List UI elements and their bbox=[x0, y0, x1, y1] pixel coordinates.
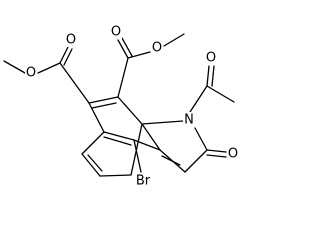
svg-text:O: O bbox=[152, 41, 162, 56]
atom-lactam-o: O bbox=[227, 147, 239, 162]
bond-diene-a bbox=[81, 153, 101, 177]
bond-bridge-1 bbox=[103, 131, 135, 141]
svg-text:O: O bbox=[111, 25, 121, 40]
bond-lactam-carbonyl-a bbox=[206, 149, 227, 153]
bond-right-carbonyl-c-o-double-a bbox=[117, 39, 129, 59]
bond-left-methyl-o bbox=[3, 60, 26, 74]
bond-right-carbonyl-c-o-double-b bbox=[121, 37, 133, 57]
atom-bromine: Br bbox=[133, 173, 153, 189]
bond-lactam-c-to-ring-c bbox=[184, 149, 208, 173]
bond-bridgehead-to-diene bbox=[81, 131, 105, 155]
bond-right-carbonyl-c-o-single bbox=[127, 51, 151, 59]
bond-ring-c-double-inner bbox=[161, 155, 181, 166]
svg-text:Br: Br bbox=[136, 174, 151, 189]
bond-left-carbonyl-c-ring bbox=[59, 62, 90, 104]
bond-ring-to-bridgehead bbox=[88, 102, 105, 133]
bond-diene-a-inner bbox=[87, 154, 103, 172]
atom-right-ester-single-o: O bbox=[151, 41, 163, 56]
bond-right-ring-carbonyl-c bbox=[117, 57, 129, 98]
bond-acetyl-c-o-double-b bbox=[211, 65, 215, 87]
svg-text:O: O bbox=[26, 66, 36, 81]
bond-spiro-to-n bbox=[141, 120, 184, 125]
bond-to-bromine bbox=[133, 139, 142, 173]
bond-acetyl-methyl bbox=[206, 85, 235, 103]
bond-n-to-acetyl-c bbox=[189, 85, 208, 113]
bond-ring-c-to-spiro bbox=[141, 123, 161, 151]
bond-ring-c-to-spiro bbox=[117, 96, 143, 125]
bond-ring-c-c-double-outer bbox=[88, 96, 119, 104]
svg-text:N: N bbox=[184, 113, 194, 128]
svg-text:O: O bbox=[66, 33, 76, 48]
svg-text:O: O bbox=[228, 147, 238, 162]
atom-left-ester-carbonyl-o: O bbox=[65, 33, 77, 48]
atom-left-ester-single-o: O bbox=[25, 66, 37, 81]
atom-ring-n: N bbox=[183, 112, 196, 128]
bond-ring-c-c-double-inner bbox=[91, 102, 117, 109]
atom-right-ester-carbonyl-o: O bbox=[110, 25, 122, 40]
svg-text:O: O bbox=[206, 51, 216, 66]
bond-diene-b bbox=[99, 174, 132, 177]
bond-lactam-carbonyl-b bbox=[206, 154, 227, 158]
bond-bridge-2 bbox=[103, 136, 132, 146]
bond-left-carbonyl-c-o-double-a bbox=[59, 46, 69, 64]
bond-n-to-lactam-c bbox=[194, 127, 208, 151]
bond-left-carbonyl-c-o-double-b bbox=[63, 48, 73, 66]
bond-left-o-carbonyl-c bbox=[37, 62, 61, 74]
bond-right-o-methyl bbox=[163, 33, 185, 47]
bond-acetyl-c-o-double-a bbox=[206, 65, 210, 87]
chemical-structure-diagram: O O O O O N O Br bbox=[3, 25, 239, 189]
atom-acetyl-o: O bbox=[205, 51, 217, 66]
